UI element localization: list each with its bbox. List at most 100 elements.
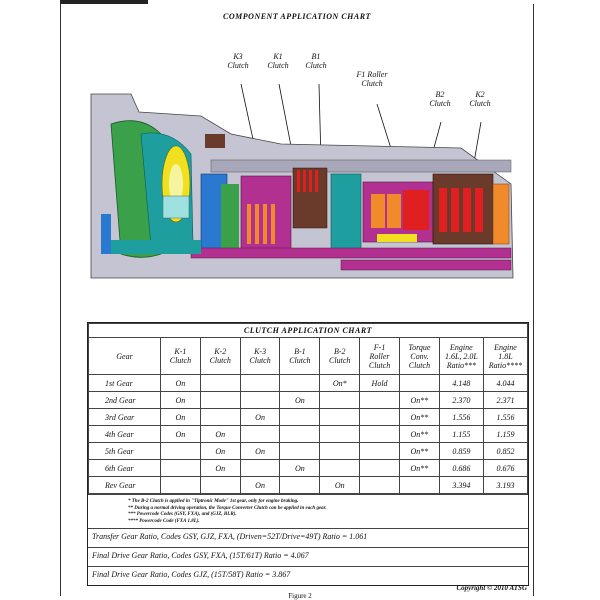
- column-header: Torque Conv. Clutch: [398, 337, 440, 375]
- table-cell: 0.859: [438, 442, 484, 460]
- diagram-title: COMPONENT APPLICATION CHART: [223, 12, 371, 21]
- note-4: **** Powercode Code (FXA 1.8L).: [128, 518, 200, 524]
- top-black-bar: [60, 0, 148, 4]
- table-cell: [319, 459, 361, 477]
- chart-title: CLUTCH APPLICATION CHART: [88, 323, 528, 338]
- gear-name-cell: 4th Gear: [88, 425, 161, 443]
- table-cell: [359, 442, 400, 460]
- table-cell: On**: [398, 459, 440, 477]
- table-cell: On*: [319, 374, 361, 392]
- gear-name-cell: 2nd Gear: [88, 391, 161, 409]
- table-cell: On: [160, 391, 201, 409]
- table-cell: [239, 425, 281, 443]
- table-cell: On: [199, 459, 241, 477]
- table-cell: 1.155: [438, 425, 484, 443]
- transmission-cutaway-diagram: [90, 83, 514, 279]
- table-cell: [199, 476, 241, 494]
- table-cell: 0.852: [482, 442, 529, 460]
- final-drive-ratio-gsy-fxa: Final Drive Gear Ratio, Codes GSY, FXA, …: [88, 547, 528, 566]
- table-cell: 4.148: [438, 374, 484, 392]
- column-header: K-2 Clutch: [199, 337, 241, 375]
- table-cell: [359, 459, 400, 477]
- label-k3-clutch: K3 Clutch: [227, 52, 249, 70]
- table-cell: On: [160, 425, 201, 443]
- table-cell: [319, 408, 361, 426]
- table-cell: [239, 459, 281, 477]
- label-b2-clutch: B2 Clutch: [429, 90, 451, 108]
- table-cell: [239, 374, 281, 392]
- table-cell: 4.044: [482, 374, 529, 392]
- table-cell: On**: [398, 408, 440, 426]
- column-header: K-3 Clutch: [239, 337, 281, 375]
- table-cell: [398, 476, 440, 494]
- final-drive-ratio-gjz: Final Drive Gear Ratio, Codes GJZ, (15T/…: [88, 566, 528, 585]
- label-b1-clutch: B1 Clutch: [305, 52, 327, 70]
- table-cell: On: [279, 459, 321, 477]
- table-cell: 2.370: [438, 391, 484, 409]
- chart-notes: * The B-2 Clutch is applied in "Tiptroni…: [88, 494, 528, 528]
- table-cell: 0.676: [482, 459, 529, 477]
- table-cell: Hold: [359, 374, 400, 392]
- table-cell: 1.556: [482, 408, 529, 426]
- table-cell: [279, 425, 321, 443]
- note-1: * The B-2 Clutch is applied in "Tiptroni…: [128, 499, 299, 504]
- gear-name-cell: 6th Gear: [88, 459, 161, 477]
- table-cell: On**: [398, 442, 440, 460]
- table-cell: On: [199, 442, 241, 460]
- table-cell: On: [319, 476, 361, 494]
- table-cell: [319, 425, 361, 443]
- table-cell: 3.394: [438, 476, 484, 494]
- table-cell: [319, 442, 361, 460]
- table-cell: On: [199, 425, 241, 443]
- table-cell: [279, 374, 321, 392]
- table-cell: On: [239, 408, 281, 426]
- table-cell: [359, 476, 400, 494]
- note-3: *** Powercode Codes (GSY, FXA), and (GJZ…: [128, 512, 237, 517]
- transfer-gear-ratio: Transfer Gear Ratio, Codes GSY, GJZ, FXA…: [88, 528, 528, 547]
- column-header: B-1 Clutch: [279, 337, 321, 375]
- gear-name-cell: 1st Gear: [88, 374, 161, 392]
- table-cell: On: [160, 374, 201, 392]
- column-header: F-1 Roller Clutch: [359, 337, 400, 375]
- column-header: Gear: [88, 337, 161, 375]
- table-cell: [160, 459, 201, 477]
- table-cell: [160, 442, 201, 460]
- table-cell: [398, 374, 440, 392]
- table-cell: [359, 391, 400, 409]
- table-cell: [160, 476, 201, 494]
- table-cell: [279, 408, 321, 426]
- table-cell: [359, 408, 400, 426]
- column-header: Engine 1.6L, 2.0L Ratio***: [438, 337, 484, 375]
- table-cell: On**: [398, 425, 440, 443]
- column-header: Engine 1.8L Ratio****: [482, 337, 529, 375]
- table-cell: On: [279, 391, 321, 409]
- figure-caption: Figure 2: [288, 592, 312, 600]
- table-cell: [279, 442, 321, 460]
- table-cell: On: [239, 476, 281, 494]
- table-cell: 2.371: [482, 391, 529, 409]
- document-page: COMPONENT APPLICATION CHART K3 Clutch K1…: [60, 4, 534, 596]
- table-cell: [239, 391, 281, 409]
- note-2: ** During a normal driving operation, th…: [128, 505, 327, 511]
- column-header: K-1 Clutch: [160, 337, 201, 375]
- gear-name-cell: Rev Gear: [88, 476, 161, 494]
- label-f1-roller-clutch: F1 Roller Clutch: [356, 70, 388, 88]
- table-cell: 0.686: [438, 459, 484, 477]
- table-cell: [199, 408, 241, 426]
- table-cell: 3.193: [482, 476, 529, 494]
- label-k2-clutch: K2 Clutch: [469, 90, 491, 108]
- copyright-notice: Copyright © 2010 ATSG: [456, 584, 527, 592]
- table-cell: On: [160, 408, 201, 426]
- gear-name-cell: 3rd Gear: [88, 408, 161, 426]
